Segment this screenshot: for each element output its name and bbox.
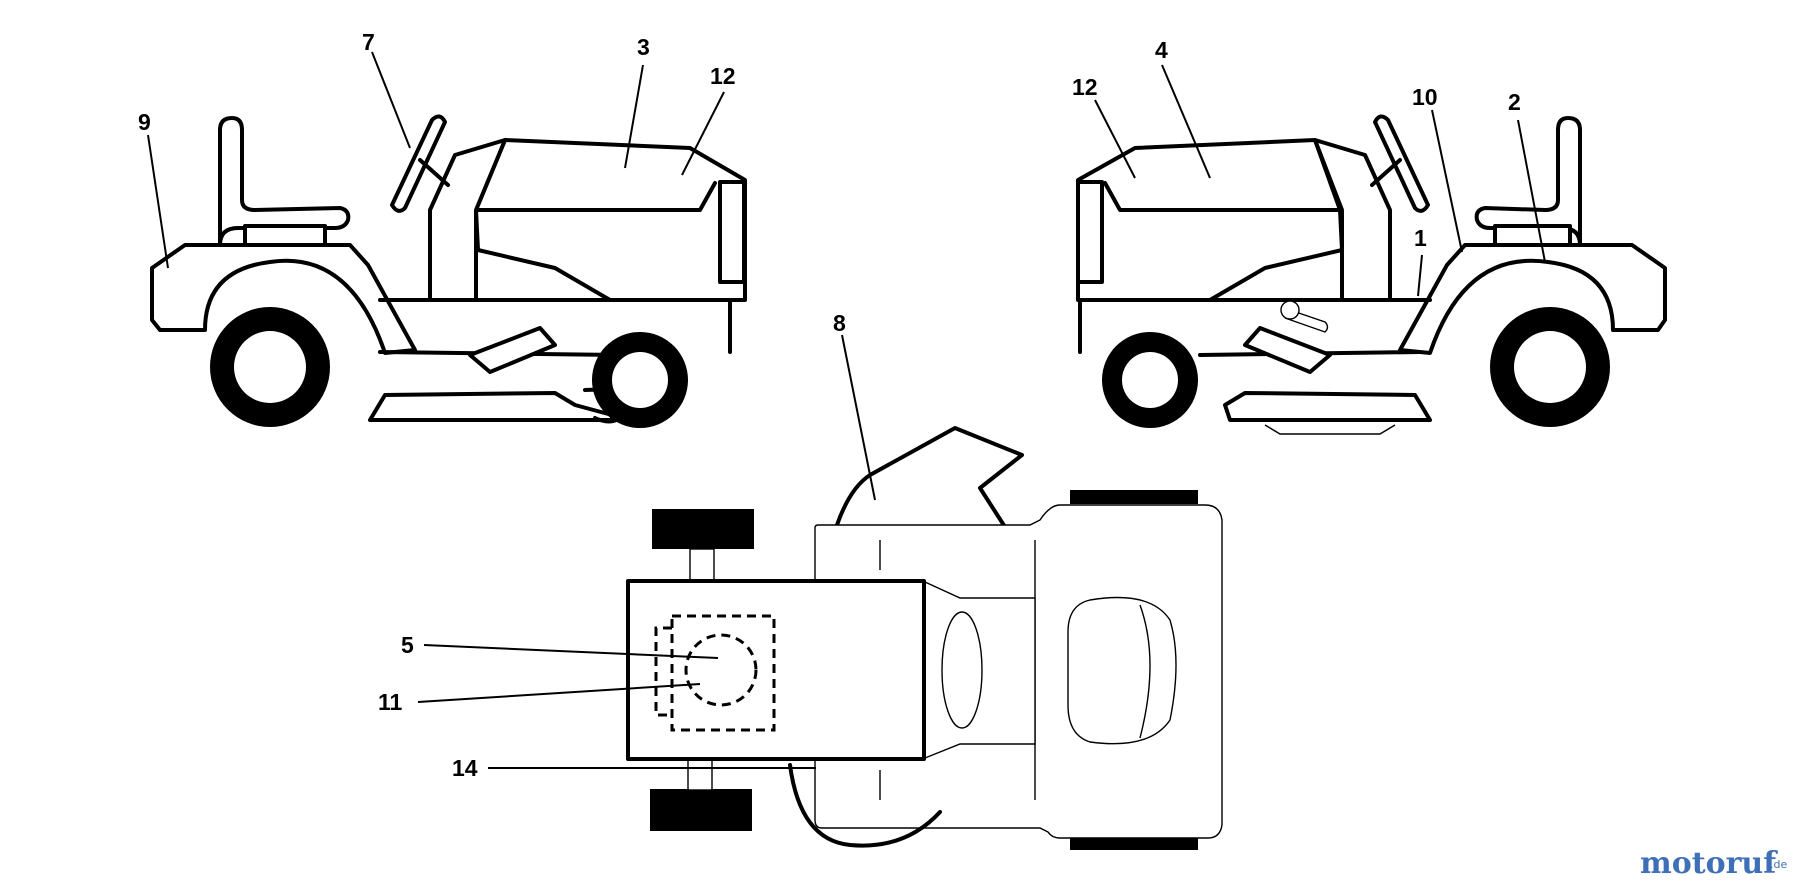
engine-cover-rim xyxy=(1139,604,1151,739)
leader-5 xyxy=(423,644,719,659)
grille-right xyxy=(1076,180,1104,284)
decal-area-5 xyxy=(670,614,776,732)
leader-3 xyxy=(624,64,644,169)
discharge-chute-top xyxy=(835,426,1024,529)
rear-hub-right xyxy=(1514,331,1586,403)
leader-lines xyxy=(147,51,1546,769)
steering-wheel-left xyxy=(390,114,447,213)
leader-8 xyxy=(841,334,876,501)
watermark-text: motoruf xyxy=(1640,846,1778,881)
hood-left xyxy=(474,138,747,302)
grille-left xyxy=(718,180,746,284)
top-axle-lower xyxy=(687,757,713,791)
engine-cover-top xyxy=(1067,596,1177,745)
top-front-wheel-lower xyxy=(1070,836,1198,850)
steering-top xyxy=(941,611,983,729)
steering-column-left xyxy=(418,158,450,187)
hood-line-right xyxy=(1103,181,1344,212)
callout-12-left: 12 xyxy=(710,63,736,89)
callout-11: 11 xyxy=(378,689,403,715)
leader-12-left xyxy=(681,91,725,176)
callout-5: 5 xyxy=(401,632,414,658)
mower-deck-right xyxy=(1223,391,1432,422)
leader-7 xyxy=(371,51,411,149)
seat-top xyxy=(626,579,926,761)
lever-knob-right xyxy=(1280,300,1300,320)
callouts: 7 3 12 9 4 12 10 2 1 8 5 11 14 xyxy=(138,29,1521,781)
leader-10 xyxy=(1431,109,1463,253)
hood-line-left xyxy=(476,181,717,212)
top-rear-wheel-lower xyxy=(650,789,752,831)
callout-7: 7 xyxy=(362,29,375,55)
deck-discharge-curve xyxy=(788,763,942,848)
tractor-top-view xyxy=(626,426,1223,850)
steering-wheel-right xyxy=(1373,114,1430,213)
callout-9: 9 xyxy=(138,109,151,135)
rear-fender-right xyxy=(1398,243,1667,355)
leader-4 xyxy=(1161,64,1211,179)
rear-hub-left xyxy=(234,331,306,403)
callout-8: 8 xyxy=(833,310,846,336)
callout-14: 14 xyxy=(452,755,478,781)
dash-left xyxy=(428,138,507,302)
watermark-logo: motoruf .de xyxy=(1640,846,1787,881)
callout-1: 1 xyxy=(1414,225,1427,251)
leader-1 xyxy=(1417,254,1423,297)
callout-2: 2 xyxy=(1508,89,1521,115)
top-axle-upper xyxy=(689,548,715,582)
leader-9 xyxy=(147,134,169,269)
hood-right xyxy=(1076,138,1344,302)
watermark-suffix: .de xyxy=(1770,858,1787,871)
foot-pedal-left xyxy=(468,326,557,374)
steering-column-right xyxy=(1370,158,1402,187)
callout-10: 10 xyxy=(1412,84,1438,110)
leader-2 xyxy=(1517,119,1546,263)
front-hub-right xyxy=(1122,352,1178,408)
tractor-left-side-view xyxy=(150,114,747,428)
foot-pedal-right xyxy=(1243,326,1332,374)
callout-12-right: 12 xyxy=(1072,74,1098,100)
leader-12-right xyxy=(1094,99,1136,179)
callout-3: 3 xyxy=(637,34,650,60)
top-rear-wheel-upper xyxy=(652,509,754,549)
tractor-right-side-view xyxy=(1076,114,1667,435)
mower-deck-left xyxy=(368,391,614,422)
callout-4: 4 xyxy=(1155,37,1168,63)
top-front-wheel-upper xyxy=(1070,490,1198,504)
decal-circle xyxy=(684,633,758,707)
decal-area-11 xyxy=(654,626,672,717)
front-hub-left xyxy=(612,352,668,408)
deck-bottom-right xyxy=(1264,424,1396,435)
leader-11 xyxy=(417,683,701,703)
dash-right xyxy=(1313,138,1392,302)
